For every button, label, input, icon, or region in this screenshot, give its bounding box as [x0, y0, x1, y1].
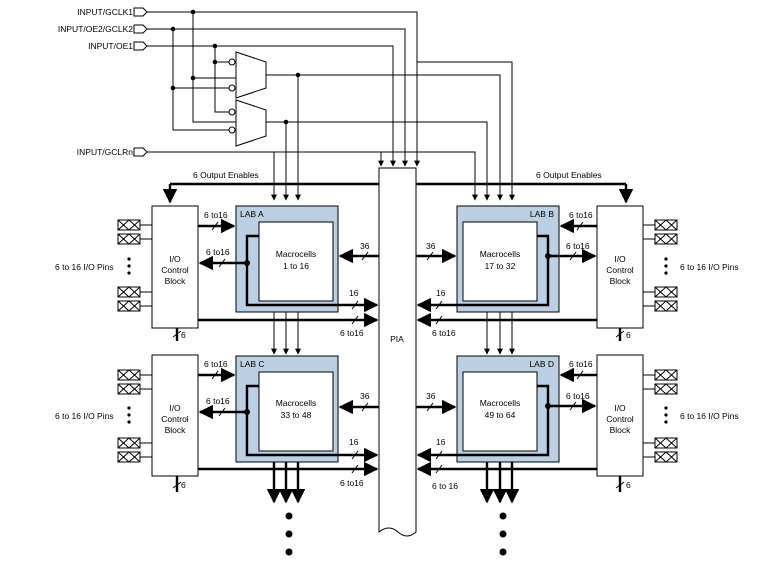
bus-a-16-label: 16	[349, 288, 359, 298]
output-enables-right-label: 6 Output Enables	[536, 170, 602, 180]
mux-1	[235, 51, 267, 99]
lab-d-title: Macrocells	[480, 398, 521, 408]
output-enables-left-label: 6 Output Enables	[193, 170, 259, 180]
lab-d: LAB D Macrocells 49 to 64	[456, 355, 560, 463]
buses-lab-d: 6 to16 6 to16 36 16 6 to 16 6	[416, 359, 631, 556]
input-oe1-label: INPUT/OE1	[88, 41, 133, 51]
input-pad-oe2-gclk2	[133, 24, 148, 34]
input-gclrn-label: INPUT/GCLRn	[77, 147, 133, 157]
input-pad-gclrn	[133, 147, 148, 157]
bus-a-36-label: 36	[360, 241, 370, 251]
lab-c-title: Macrocells	[276, 398, 317, 408]
io-block-tr-line2: Control	[606, 265, 634, 275]
lab-a-title: Macrocells	[276, 249, 317, 259]
buses-lab-b: 6 to16 6 to16 36 16 6 to16 6	[416, 210, 631, 355]
io-pins-right-bottom	[643, 369, 678, 463]
input-oe2-gclk2-label: INPUT/OE2/GCLK2	[58, 24, 133, 34]
bus-a-out-label: 6 to16	[206, 247, 230, 257]
input-gclk1-label: INPUT/GCLK1	[77, 7, 133, 17]
bus-b-16-label: 16	[436, 288, 446, 298]
io-control-block-bottom-left: I/O Control Block	[151, 354, 199, 477]
io-block-bl-line2: Control	[161, 414, 189, 424]
bus-c-16-label: 16	[349, 437, 359, 447]
bus-d-pia-label: 6 to 16	[432, 481, 458, 491]
io-block-br-line2: Control	[606, 414, 634, 424]
bus-b-pia-label: 6 to16	[432, 328, 456, 338]
bus-d-6-label: 6	[626, 480, 631, 490]
io-control-block-top-left: I/O Control Block	[151, 205, 199, 329]
lab-a: LAB A Macrocells 1 to 16	[235, 205, 339, 313]
io-pins-label-left-top: 6 to 16 I/O Pins	[55, 262, 114, 272]
global-inputs: INPUT/GCLK1 INPUT/OE2/GCLK2 INPUT/OE1 IN…	[58, 7, 515, 201]
bus-d-16-label: 16	[436, 437, 446, 447]
bus-c-36-label: 36	[360, 391, 370, 401]
buses-lab-a: 6 to16 6 to16 36 16 6 to16 6	[172, 210, 379, 355]
bus-b-in-label: 6 to16	[569, 210, 593, 220]
io-block-tl-line2: Control	[161, 265, 189, 275]
bus-c-out-label: 6 to16	[206, 396, 230, 406]
bus-d-36-label: 36	[426, 391, 436, 401]
bus-d-out-label: 6 to16	[566, 391, 590, 401]
io-pins-label-left-bottom: 6 to 16 I/O Pins	[55, 411, 114, 421]
io-control-block-bottom-right: I/O Control Block	[596, 354, 644, 477]
io-pins-right-top	[643, 219, 678, 312]
lab-b-title: Macrocells	[480, 249, 521, 259]
lab-b-range: 17 to 32	[485, 261, 516, 271]
lab-c-range: 33 to 48	[281, 410, 312, 420]
io-control-block-top-right: I/O Control Block	[596, 205, 644, 329]
bus-c-in-label: 6 to16	[204, 359, 228, 369]
io-pins-label-right-top: 6 to 16 I/O Pins	[680, 262, 739, 272]
bus-d-in-label: 6 to16	[569, 359, 593, 369]
pia-label: PIA	[390, 334, 404, 344]
io-block-br-line3: Block	[610, 425, 632, 435]
lab-d-range: 49 to 64	[485, 410, 516, 420]
lab-b-name: LAB B	[530, 209, 554, 219]
io-pins-left-top	[117, 219, 152, 312]
bus-c-pia-label: 6 to16	[340, 478, 364, 488]
bus-a-in-label: 6 to16	[204, 210, 228, 220]
bus-b-out-label: 6 to16	[566, 241, 590, 251]
lab-c-name: LAB C	[240, 359, 265, 369]
io-pins-label-right-bottom: 6 to 16 I/O Pins	[680, 411, 739, 421]
io-block-tl-line1: I/O	[169, 254, 181, 264]
lab-a-range: 1 to 16	[283, 261, 309, 271]
bus-a-pia-label: 6 to16	[340, 328, 364, 338]
bus-a-6-label: 6	[181, 330, 186, 340]
bus-b-36-label: 36	[426, 241, 436, 251]
io-block-bl-line3: Block	[165, 425, 187, 435]
input-pad-oe1	[133, 41, 148, 51]
lab-a-name: LAB A	[240, 209, 264, 219]
lab-d-name: LAB D	[529, 359, 554, 369]
lab-b: LAB B Macrocells 17 to 32	[456, 205, 560, 313]
io-block-tr-line3: Block	[610, 276, 632, 286]
bus-c-6-label: 6	[181, 480, 186, 490]
mux-2	[235, 99, 267, 147]
io-block-tl-line3: Block	[165, 276, 187, 286]
buses-lab-c: 6 to16 6 to16 36 16 6 to16 6	[172, 359, 379, 556]
lab-c: LAB C Macrocells 33 to 48	[235, 355, 339, 463]
io-block-br-line1: I/O	[614, 403, 626, 413]
pia-block: PIA	[378, 167, 417, 537]
io-pins-left-bottom	[117, 369, 152, 463]
input-pad-gclk1	[133, 7, 148, 17]
bus-b-6-label: 6	[626, 330, 631, 340]
io-block-bl-line1: I/O	[169, 403, 181, 413]
io-block-tr-line1: I/O	[614, 254, 626, 264]
